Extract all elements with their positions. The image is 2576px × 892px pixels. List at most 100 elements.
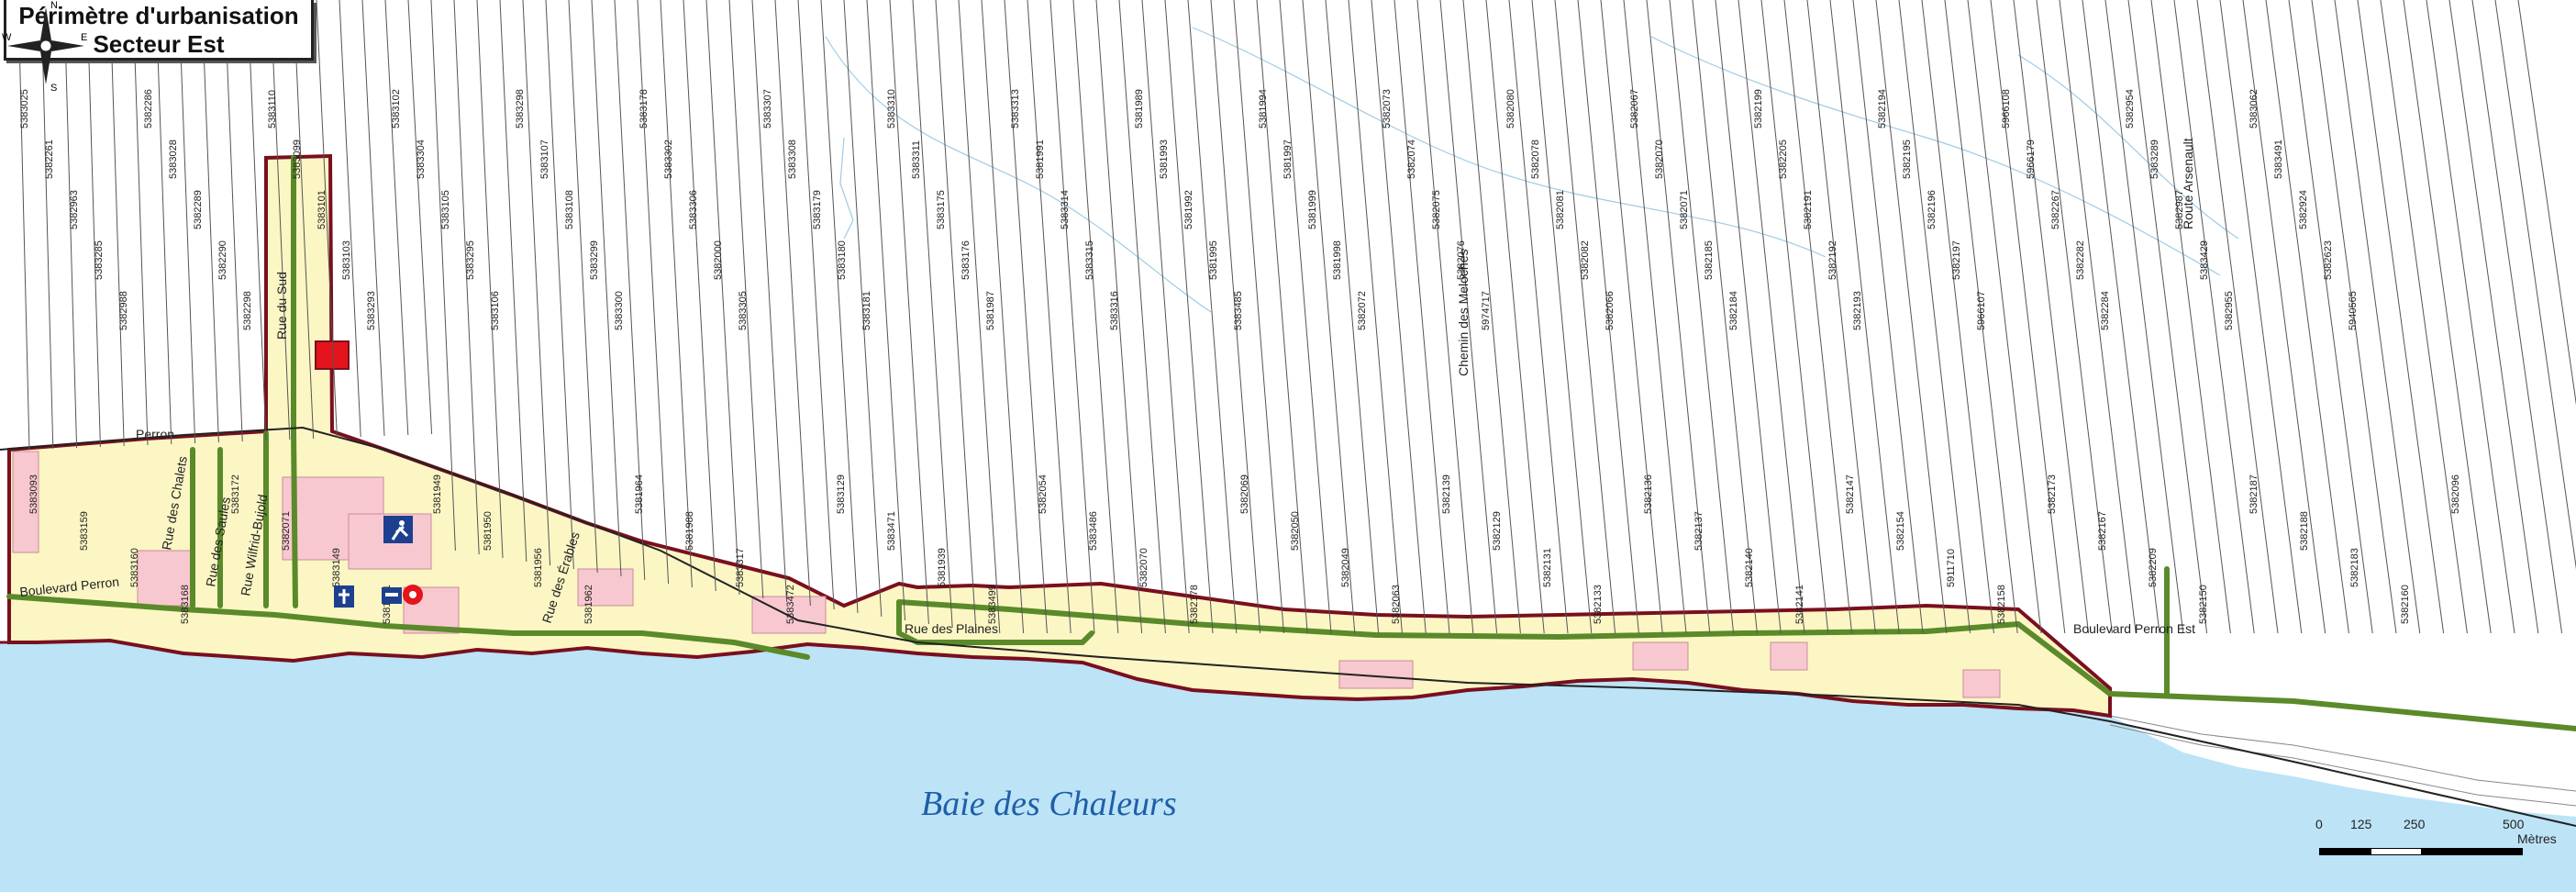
lot-number: 5382298: [242, 291, 253, 330]
map-title-line2: Secteur Est: [93, 30, 225, 58]
lot-line: [728, 0, 764, 599]
lot-number: 5381987: [985, 291, 996, 330]
lot-number: 5382081: [1555, 190, 1566, 229]
lot-number: 5382261: [44, 139, 55, 179]
lot-number: 5383108: [564, 190, 575, 229]
lot-line: [751, 0, 788, 603]
lot-number: 5381992: [1183, 190, 1194, 229]
lot-line: [2173, 0, 2255, 634]
main-road: [0, 426, 2576, 827]
lot-line: [1806, 0, 1876, 634]
lot-line: [2357, 0, 2445, 634]
lot-number: 5382178: [1189, 585, 1200, 624]
map-title-line1: Périmètre d'urbanisation: [18, 2, 299, 29]
lot-number: 5382623: [2323, 240, 2334, 280]
lot-line: [1944, 0, 2018, 634]
lot-number: 5383298: [515, 89, 526, 128]
lot-line: [339, 0, 361, 438]
lot-number: 5382187: [2248, 474, 2260, 514]
lot-number: 5383485: [1233, 291, 1244, 330]
lot-number: 5381964: [634, 474, 645, 514]
lot-number: 5382150: [2198, 585, 2209, 624]
lot-number: 5383107: [539, 139, 550, 179]
lot-number: 5382286: [143, 89, 154, 128]
lot-number: 5974717: [1481, 291, 1492, 330]
lot-number: 5383093: [28, 474, 39, 514]
lot-line: [1669, 0, 1735, 634]
lot-number: 5383160: [129, 548, 140, 587]
label-rue-des-plaines: Rue des Plaines: [905, 621, 998, 636]
lot-line: [705, 0, 740, 596]
lot-line: [476, 0, 504, 559]
water-label-baie: Baie des Chaleurs: [921, 785, 1177, 823]
lot-number: 5382141: [1794, 585, 1805, 624]
lot-number: 5381939: [937, 548, 948, 587]
lot-number: 5382050: [1290, 511, 1301, 551]
lot-number: 5381989: [1134, 89, 1145, 128]
lot-number: 5381997: [1282, 139, 1294, 179]
lot-number: 5383028: [168, 139, 179, 179]
scale-seg-1: [2319, 848, 2371, 855]
lot-number: 5383105: [440, 190, 451, 229]
lot-number: 5382070: [1138, 548, 1149, 587]
lot-number: 5383317: [735, 548, 746, 587]
poi-fire-icon: [403, 585, 423, 605]
lot-number: 5381950: [483, 511, 494, 551]
lot-line: [568, 0, 598, 574]
lot-line: [178, 0, 196, 444]
lot-number: 5381949: [432, 474, 443, 514]
lot-number: 5383472: [785, 585, 796, 624]
lot-number: 5382205: [1778, 139, 1789, 179]
lot-number: 5382193: [1852, 291, 1863, 330]
lot-number: 5382158: [1996, 585, 2007, 624]
lot-line: [1233, 0, 1284, 634]
lot-number: 5911710: [1946, 549, 1957, 587]
lot-number: 5966108: [2001, 89, 2012, 128]
lot-number: 5382067: [1629, 89, 1640, 128]
lot-line: [1783, 0, 1853, 634]
label-route-arsenault: Route Arsenault: [2181, 138, 2195, 229]
lot-line: [1967, 0, 2042, 634]
scale-tick-250: 250: [2404, 817, 2426, 831]
compass-n: N: [50, 0, 58, 11]
lot-line: [1531, 0, 1593, 634]
compass-s: S: [50, 83, 57, 92]
lot-number: 5382267: [2050, 190, 2061, 229]
lot-number: 5381994: [1258, 89, 1269, 128]
lot-number: 5381962: [583, 585, 594, 624]
lot-line: [637, 0, 670, 585]
lot-number: 5383471: [886, 511, 897, 551]
lot-line: [109, 0, 125, 447]
lot-number: 5382192: [1827, 240, 1838, 280]
lot-line: [201, 0, 219, 443]
lot-number: 5382054: [1038, 474, 1049, 514]
lot-line: [843, 0, 883, 618]
lot-number: 5966179: [2026, 139, 2037, 179]
lot-line: [2036, 0, 2113, 634]
lot-number: 5382076: [1456, 240, 1467, 280]
lot-number: 5383179: [812, 190, 823, 229]
scale-unit: Mètres: [2517, 831, 2557, 846]
lot-number: 5383306: [688, 190, 699, 229]
lot-number: 5382070: [1654, 139, 1665, 179]
lot-line: [2150, 0, 2231, 634]
lot-line: [361, 0, 385, 437]
lot-line: [1210, 0, 1261, 634]
lot-line: [2311, 0, 2397, 634]
lot-number: 5383172: [230, 474, 241, 514]
lot-line: [1072, 0, 1119, 634]
lot-number: 5382147: [1845, 474, 1856, 514]
label-boulevard-perron-est: Boulevard Perron Est: [2073, 621, 2195, 636]
lot-number: 5383101: [316, 190, 328, 229]
lot-number: 5382954: [2125, 89, 2136, 128]
lot-line: [981, 0, 1025, 634]
scale-seg-3: [2422, 848, 2523, 855]
lot-line: [2426, 0, 2515, 634]
lot-number: 5383308: [787, 139, 798, 179]
lot-line: [247, 0, 267, 441]
lot-number: 5382955: [2224, 291, 2235, 330]
water-bay: [0, 641, 2576, 892]
lot-line: [1256, 0, 1308, 634]
